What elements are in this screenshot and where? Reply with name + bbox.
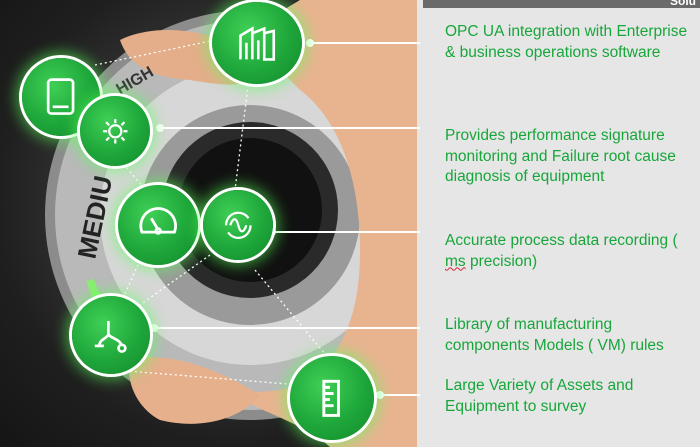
feature-data-recording-part2: precision) bbox=[465, 252, 538, 270]
valve-icon bbox=[72, 296, 150, 374]
feature-component-library: Library of manufacturing components Mode… bbox=[445, 316, 664, 354]
feature-performance-monitoring: Provides performance signature monitorin… bbox=[445, 127, 676, 185]
gauge-icon bbox=[118, 185, 198, 265]
waveform-cycle-icon bbox=[203, 190, 273, 260]
header-bar: Solu bbox=[423, 0, 700, 8]
feature-asset-variety: Large Variety of Assets and Equipment to… bbox=[445, 377, 634, 415]
ruler-icon bbox=[290, 356, 374, 440]
features-panel bbox=[417, 0, 700, 447]
factory-icon bbox=[212, 2, 302, 84]
feature-opc-ua: OPC UA integration with Enterprise & bus… bbox=[445, 23, 688, 61]
header-label: Solu bbox=[670, 0, 696, 8]
feature-data-recording-part1: Accurate process data recording ( bbox=[445, 232, 678, 249]
feature-data-recording: Accurate process data recording ( ms pre… bbox=[445, 231, 695, 272]
gear-cycle-icon bbox=[80, 96, 150, 166]
feature-data-recording-ms: ms bbox=[445, 252, 466, 270]
